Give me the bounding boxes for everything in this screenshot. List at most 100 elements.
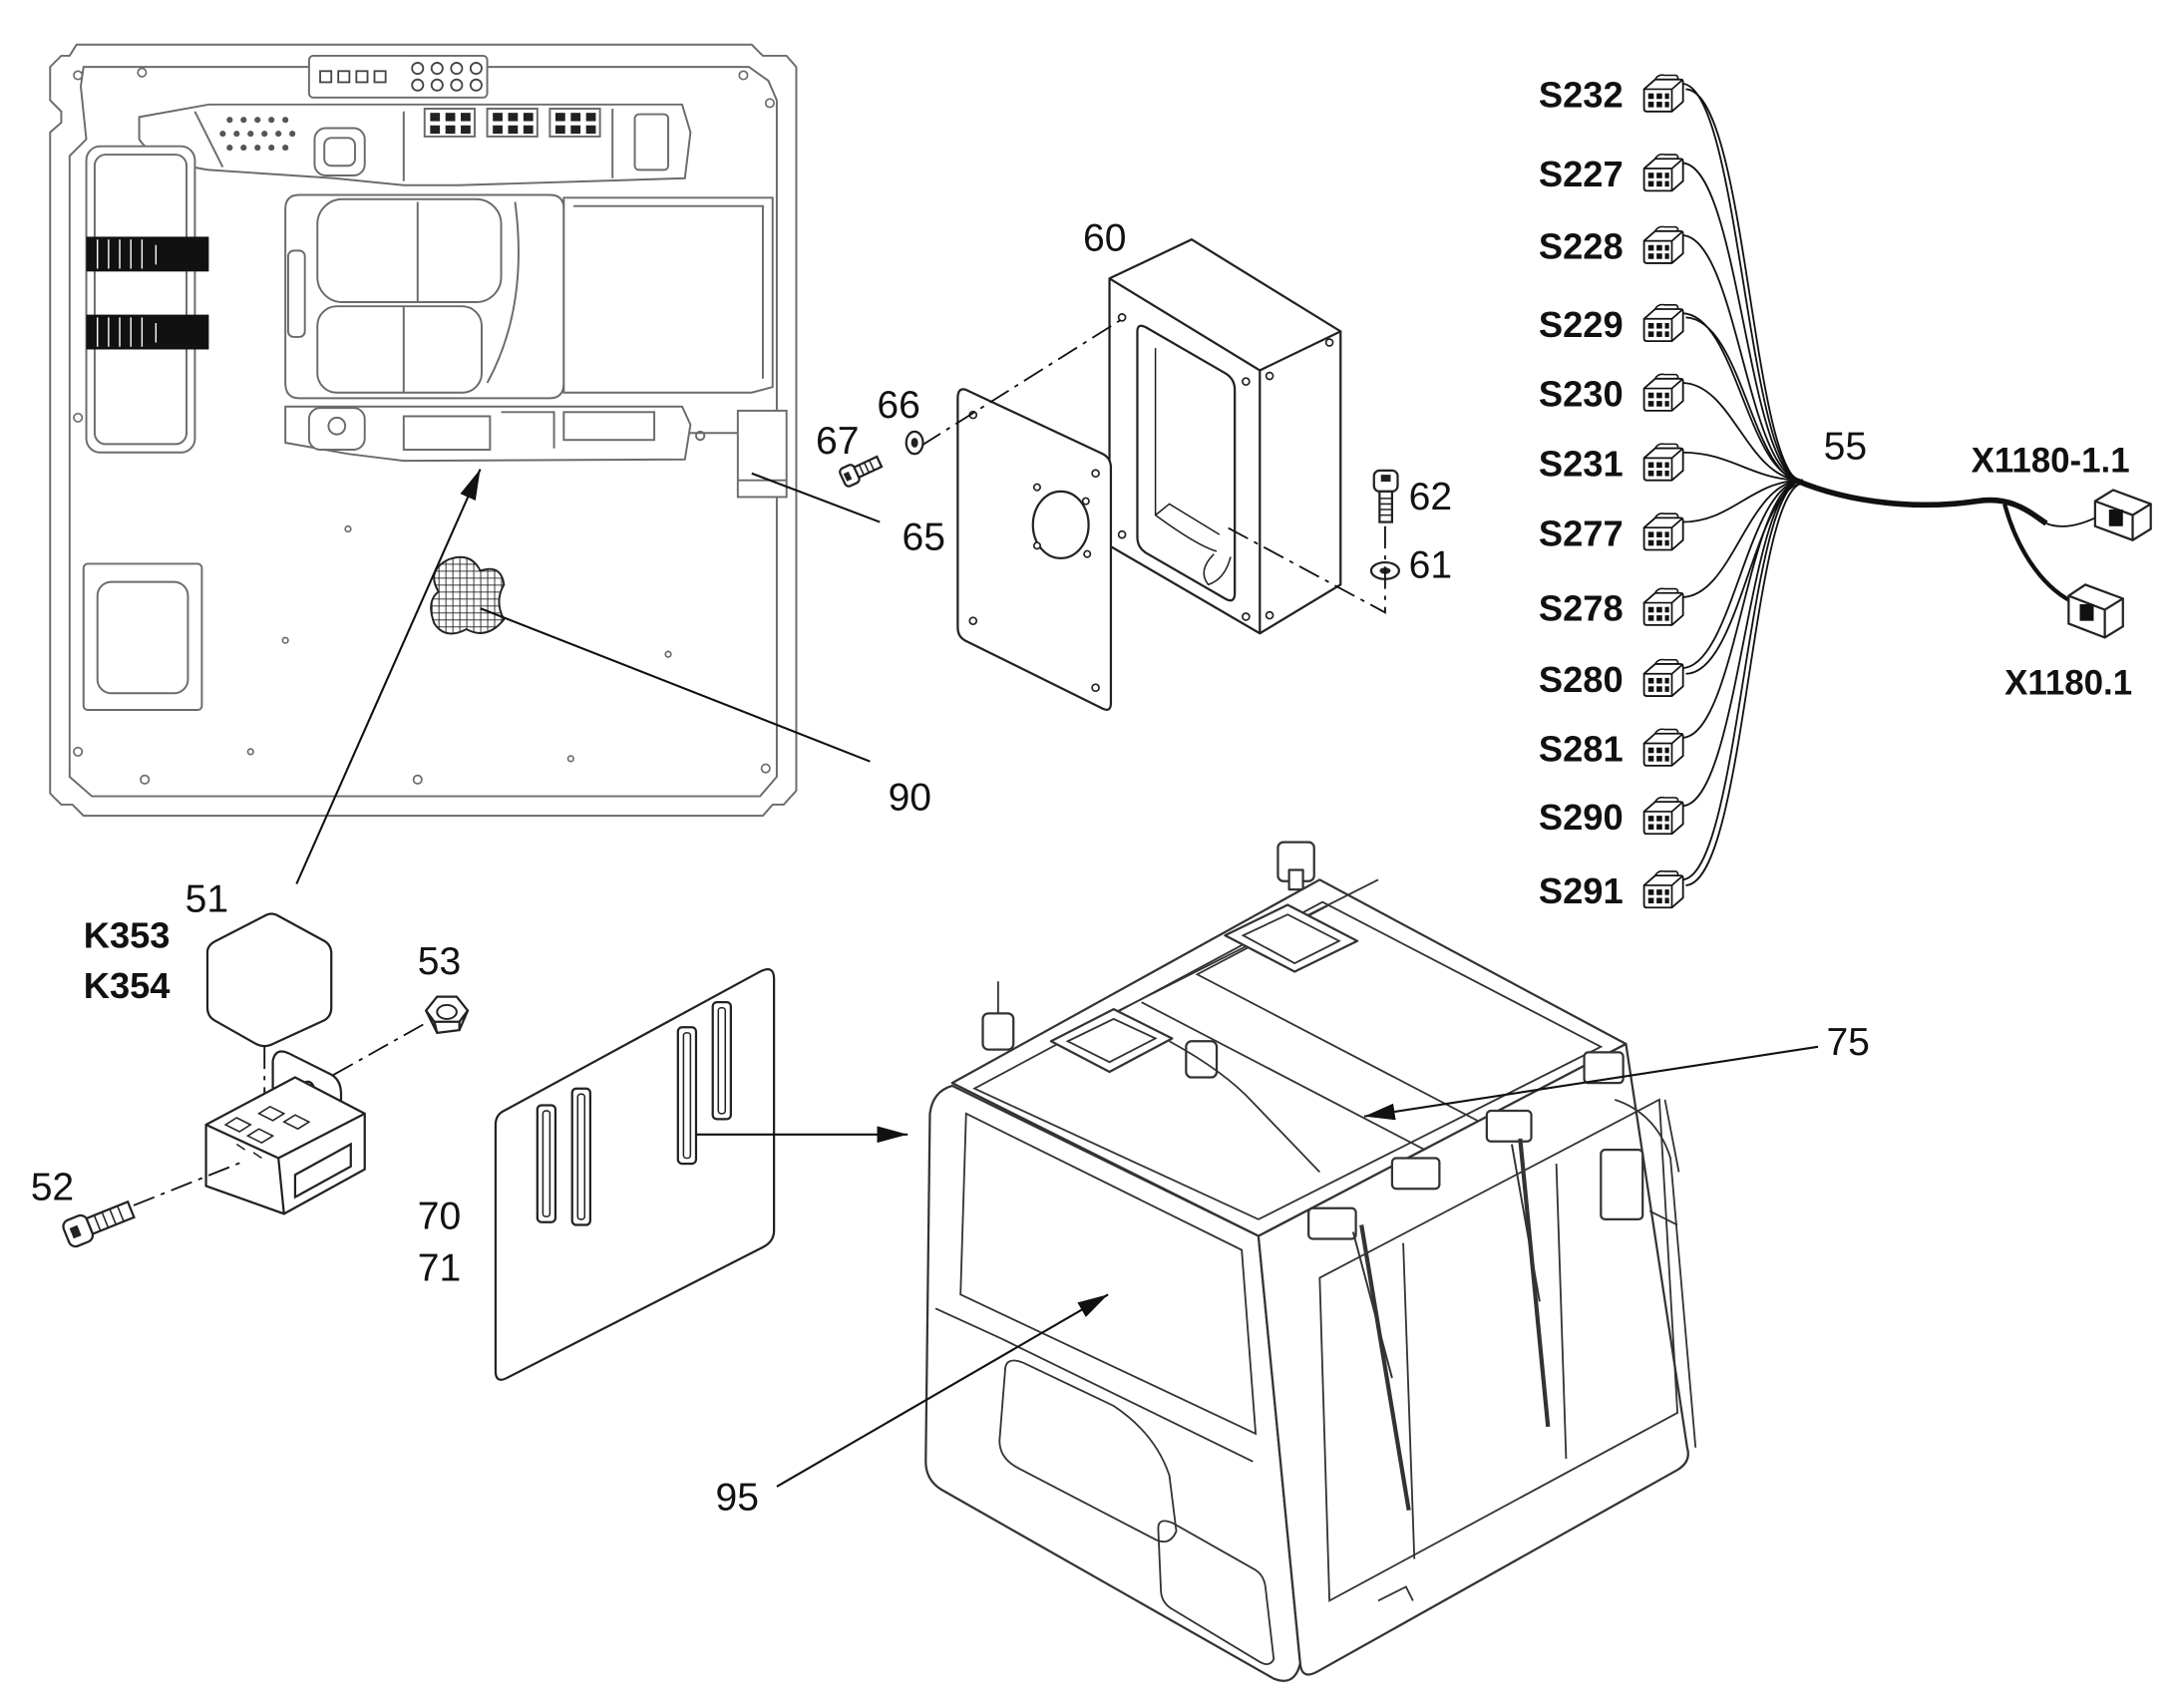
label-60: 60	[1083, 216, 1126, 259]
plug-x1180-1-icon	[2067, 583, 2124, 639]
panel-connector-lower	[86, 314, 209, 350]
plug-labels: X1180-1.1 X1180.1	[1972, 441, 2133, 702]
top-connector-strip	[307, 54, 489, 99]
windshield	[1318, 1098, 1679, 1602]
assembly-axis-61-62	[1224, 524, 1386, 614]
switch-connector-icon-s228	[1642, 225, 1684, 264]
leader-65	[751, 472, 881, 523]
switch-connector-icon-s277	[1642, 512, 1684, 551]
label-75: 75	[1826, 1021, 1869, 1064]
mounting-plate-70-71	[494, 968, 776, 1381]
screw-62	[1372, 469, 1399, 523]
label-s281: S281	[1539, 729, 1624, 770]
upper-control-console	[138, 103, 692, 186]
lower-control-console	[284, 405, 692, 463]
cab-front	[1257, 1042, 1689, 1676]
seat-cushion	[316, 305, 483, 394]
harness-trunk-wire	[2045, 516, 2096, 527]
left-side-window	[959, 1112, 1258, 1436]
switch-connector-icon-s281	[1642, 728, 1684, 767]
cab-floor-plan	[49, 43, 798, 818]
label-55: 55	[1824, 426, 1867, 469]
door-window	[998, 1359, 1178, 1543]
switch-connector-icon-s278	[1642, 587, 1684, 626]
roof-cable	[1169, 1040, 1320, 1174]
gasket-plate-65	[956, 388, 1113, 711]
label-61: 61	[1409, 543, 1452, 586]
screw-52-axis	[133, 1160, 246, 1206]
label-x1180-1-1: X1180-1.1	[1972, 441, 2130, 480]
nut-axis	[308, 1023, 424, 1090]
label-95: 95	[715, 1477, 758, 1520]
label-s230: S230	[1539, 374, 1624, 415]
screw-67	[839, 455, 884, 488]
cab-right-side-fittings	[1583, 1051, 1697, 1448]
relay-base	[204, 1050, 366, 1215]
lower-left-box	[82, 562, 203, 712]
label-s231: S231	[1539, 444, 1624, 485]
label-s227: S227	[1539, 154, 1624, 194]
label-62: 62	[1409, 476, 1452, 518]
switch-connector-icon-s231	[1642, 443, 1684, 482]
floor-plan-outline	[49, 43, 798, 818]
label-s232: S232	[1539, 75, 1624, 116]
switch-connector-icon-s227	[1642, 153, 1684, 192]
switch-connector-icon-s230	[1642, 373, 1684, 412]
harness-main-bundle	[1794, 478, 2048, 526]
panel-connector-upper	[86, 236, 209, 272]
console-button-grid	[219, 117, 296, 152]
label-66: 66	[877, 384, 919, 427]
label-s291: S291	[1539, 870, 1624, 911]
roof-hatch-lower	[1049, 1008, 1174, 1074]
arrow-relay-to-location	[295, 469, 482, 884]
roof-hatch-upper	[1224, 903, 1359, 973]
switch-connectors	[1642, 74, 1684, 909]
floor-plan-holes	[73, 67, 775, 785]
cab-left-side	[924, 1084, 1301, 1682]
wiring-harness-55	[1681, 82, 2152, 886]
label-67: 67	[816, 420, 859, 463]
operator-seat	[284, 193, 565, 400]
console-keypads	[423, 108, 601, 138]
floor-plan-inner-edge	[68, 66, 778, 798]
operator-cab	[924, 841, 1697, 1682]
label-52: 52	[31, 1166, 74, 1208]
harness-branch-x1180-1	[2002, 503, 2073, 603]
label-s277: S277	[1539, 512, 1624, 553]
label-s278: S278	[1539, 588, 1624, 629]
cab-roof-equipment	[996, 841, 1315, 1028]
seat-backrest	[316, 197, 503, 303]
leader-90	[480, 607, 871, 763]
switch-connector-icon-s291	[1642, 869, 1684, 909]
mesh-grille	[430, 555, 506, 635]
label-k353: K353	[84, 915, 171, 956]
label-k354: K354	[84, 965, 171, 1006]
label-s229: S229	[1539, 304, 1624, 345]
relay-51	[205, 912, 333, 1048]
label-x1180-1: X1180.1	[2004, 664, 2132, 703]
label-51: 51	[185, 877, 228, 920]
cab-step	[1377, 1585, 1414, 1602]
roof-lamp-left	[981, 1012, 1015, 1051]
plug-x1180-1-1-icon	[2093, 489, 2152, 541]
relay-mount-location	[688, 409, 788, 499]
switch-labels: S232 S227 S228 S229 S230 S231 S277 S278 …	[1539, 75, 1624, 911]
cable-opening	[1031, 490, 1090, 559]
switch-connector-icon-s280	[1642, 658, 1684, 697]
label-53: 53	[418, 940, 461, 983]
label-s290: S290	[1539, 797, 1624, 838]
screw-52	[62, 1199, 136, 1248]
relay-code-labels: K353 K354	[84, 915, 171, 1006]
label-65: 65	[903, 515, 945, 558]
plate-slots	[536, 1001, 732, 1226]
harness-branch-wires	[1681, 82, 1803, 886]
label-s280: S280	[1539, 659, 1624, 700]
label-70: 70	[418, 1196, 461, 1238]
leader-75	[1363, 1045, 1819, 1121]
left-electrical-panel	[85, 145, 209, 454]
leader-95	[776, 1293, 1109, 1488]
joystick-base	[313, 127, 366, 176]
washer-66	[905, 430, 924, 456]
label-s228: S228	[1539, 226, 1624, 267]
